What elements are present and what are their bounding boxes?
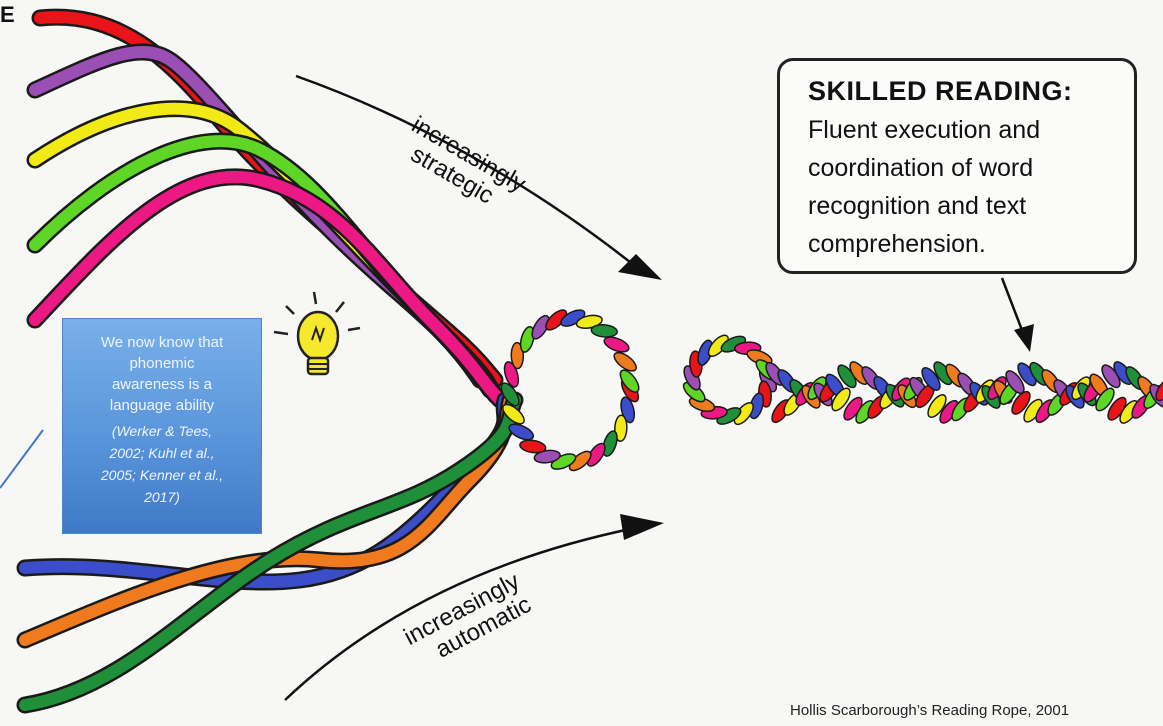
braid-segment [602, 334, 631, 354]
note-main-text: We now know that phonemic awareness is a… [71, 332, 253, 416]
arrow-icon [1014, 324, 1034, 352]
citation-line-1: (Werker & Tees, [71, 420, 253, 442]
braid-segment [519, 439, 546, 455]
skilled-line-2: coordination of word [808, 149, 1116, 187]
note-line-3: awareness is a [71, 374, 253, 395]
skilled-reading-title: SKILLED READING: [808, 73, 1116, 109]
note-line-4: language ability [71, 395, 253, 416]
corner-letter: E [0, 2, 15, 28]
braid-segment [591, 324, 618, 338]
note-citation: (Werker & Tees, 2002; Kuhl et al., 2005;… [71, 420, 253, 508]
image-credit: Hollis Scarborough’s Reading Rope, 2001 [790, 702, 1069, 719]
note-line-1: We now know that [71, 332, 253, 353]
phonemic-awareness-note: We now know that phonemic awareness is a… [62, 318, 262, 534]
skilled-reading-body: Fluent execution and coordination of wor… [808, 111, 1116, 263]
skilled-line-3: recognition and text [808, 187, 1116, 225]
lightbulb-icon [274, 292, 360, 374]
citation-line-2: 2002; Kuhl et al., [71, 442, 253, 464]
citation-line-4: 2017) [71, 486, 253, 508]
blue-divider-line [0, 430, 43, 488]
arrow-icon [620, 514, 664, 540]
note-line-2: phonemic [71, 353, 253, 374]
skilled-reading-box: SKILLED READING: Fluent execution and co… [777, 58, 1137, 274]
skilled-line-1: Fluent execution and [808, 111, 1116, 149]
skilled-line-4: comprehension. [808, 225, 1116, 263]
braided-rope [498, 307, 1163, 474]
citation-line-3: 2005; Kenner et al., [71, 464, 253, 486]
